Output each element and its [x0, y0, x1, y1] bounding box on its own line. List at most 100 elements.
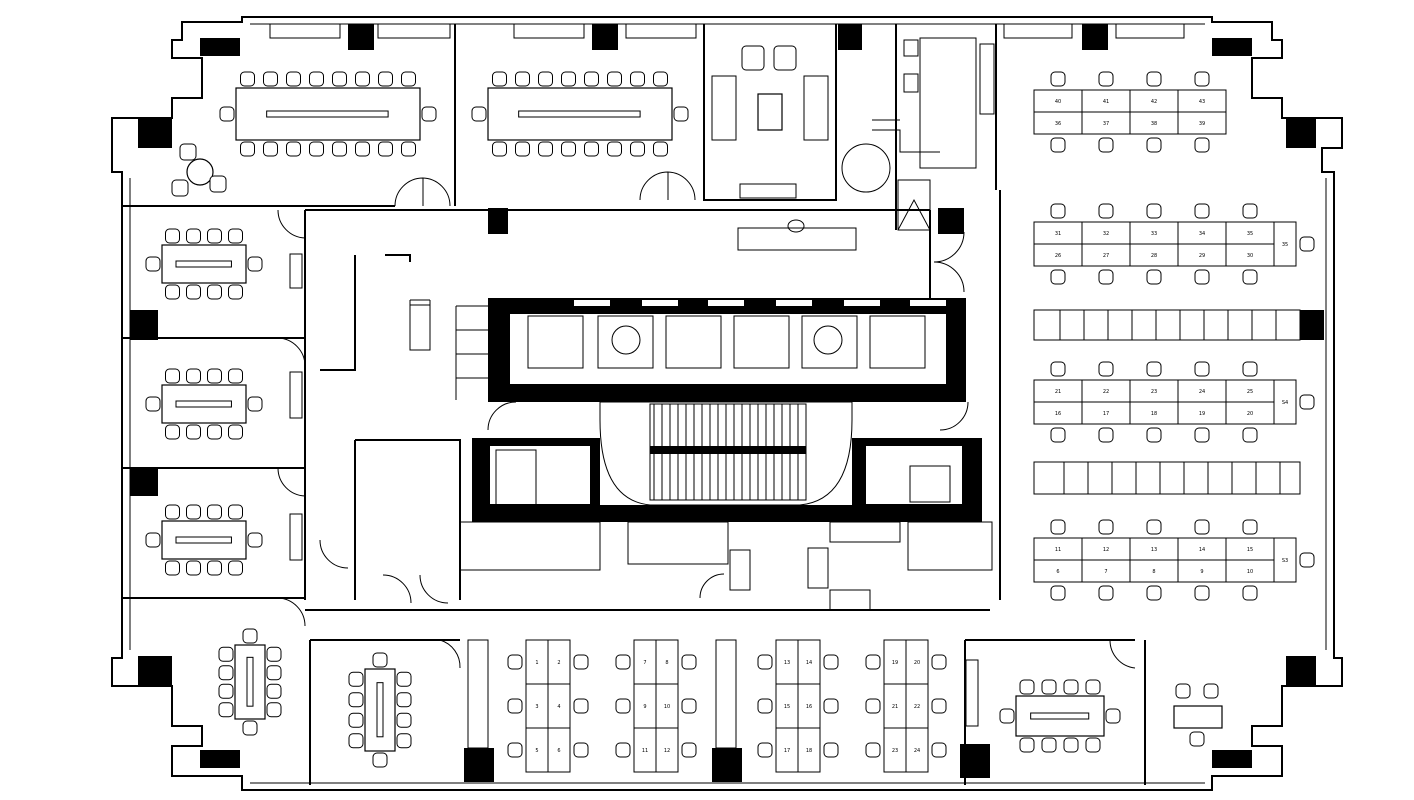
desk-number: 21 — [1055, 389, 1061, 395]
chair — [1146, 203, 1162, 219]
desk-number: 20 — [914, 660, 920, 666]
chair — [247, 532, 263, 548]
desk-number: 35 — [1247, 231, 1253, 237]
desk-number: 17 — [1103, 411, 1109, 417]
credenza — [289, 253, 303, 289]
table-inlay — [518, 110, 641, 118]
chair — [757, 742, 773, 758]
desk-number: 2 — [557, 660, 560, 666]
chair — [1146, 137, 1162, 153]
chair — [757, 654, 773, 670]
chair — [207, 228, 222, 244]
desk-number: 24 — [1199, 389, 1205, 395]
chair — [1050, 361, 1066, 377]
elevator-core — [455, 298, 982, 522]
chair — [507, 698, 523, 714]
conference-table — [487, 87, 673, 141]
chair — [207, 504, 222, 520]
chair — [240, 141, 255, 157]
chair — [186, 228, 201, 244]
chair — [1050, 427, 1066, 443]
chair — [247, 256, 263, 272]
chair — [584, 141, 599, 157]
chair — [607, 141, 622, 157]
desk-number: S3 — [1282, 558, 1288, 564]
chair — [165, 368, 180, 384]
chair — [263, 141, 278, 157]
chair — [372, 652, 388, 668]
desk-number: 6 — [1056, 569, 1059, 575]
chair — [165, 284, 180, 300]
desk-number: 11 — [642, 748, 648, 754]
chair — [396, 733, 412, 749]
chair — [186, 284, 201, 300]
chair — [492, 141, 507, 157]
chair — [1242, 585, 1258, 601]
chair — [1050, 269, 1066, 285]
desk-number: 40 — [1055, 99, 1061, 105]
desk-number: 32 — [1103, 231, 1109, 237]
table-inlay — [175, 400, 232, 408]
chair — [1194, 361, 1210, 377]
conference-table — [364, 668, 396, 752]
chair — [1098, 361, 1114, 377]
chair — [242, 628, 258, 644]
chair — [1242, 519, 1258, 535]
chair — [1242, 269, 1258, 285]
chair — [653, 141, 668, 157]
storage-unit — [715, 639, 737, 749]
chair — [999, 708, 1015, 724]
chair — [186, 424, 201, 440]
chair — [218, 683, 234, 699]
chair — [186, 368, 201, 384]
staircase — [650, 404, 807, 500]
chair — [1063, 737, 1079, 753]
desk — [655, 727, 679, 773]
chair — [1299, 236, 1315, 252]
chair — [823, 698, 839, 714]
conference-table — [161, 520, 247, 560]
chair — [348, 733, 364, 749]
desk-number: 10 — [1247, 569, 1253, 575]
chair — [507, 742, 523, 758]
chair — [401, 71, 416, 87]
sofa — [803, 75, 829, 141]
desk-number: 6 — [557, 748, 560, 754]
chair — [573, 742, 589, 758]
chair — [421, 106, 437, 122]
chair — [228, 284, 243, 300]
chair — [1194, 427, 1210, 443]
desk-number: 3 — [535, 704, 538, 710]
desk-number: 19 — [1199, 411, 1205, 417]
chair — [1098, 71, 1114, 87]
door-swings — [277, 171, 1136, 669]
chair — [179, 143, 197, 161]
chair — [1050, 519, 1066, 535]
chair — [1019, 737, 1035, 753]
chair — [309, 71, 324, 87]
chair — [1189, 731, 1205, 747]
chair — [931, 698, 947, 714]
desk-number: 18 — [1151, 411, 1157, 417]
table-inlay — [246, 656, 254, 707]
chair — [1146, 585, 1162, 601]
chair — [757, 698, 773, 714]
desk-number: 19 — [892, 660, 898, 666]
chair — [471, 106, 487, 122]
table-inlay — [175, 260, 232, 268]
chair — [1041, 679, 1057, 695]
chair — [207, 284, 222, 300]
chair — [186, 560, 201, 576]
chair — [673, 106, 689, 122]
chair — [309, 141, 324, 157]
chair — [207, 560, 222, 576]
chair — [1299, 552, 1315, 568]
chair — [171, 179, 189, 197]
chair — [1050, 203, 1066, 219]
chair — [1299, 394, 1315, 410]
chair — [1098, 203, 1114, 219]
chair — [1019, 679, 1035, 695]
chair — [332, 141, 347, 157]
desk — [905, 727, 929, 773]
chair — [681, 654, 697, 670]
